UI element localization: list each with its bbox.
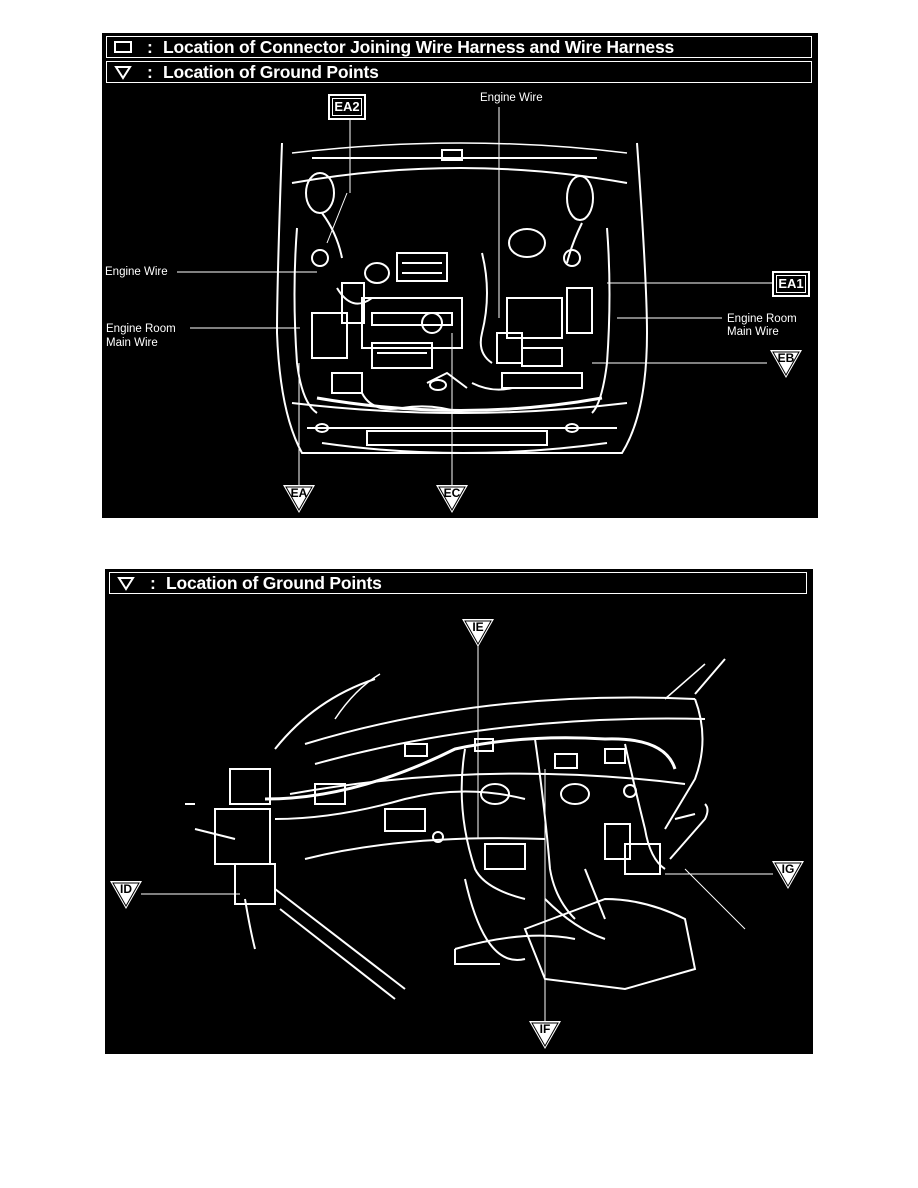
ground-tag-ig: IG [770,859,806,891]
legend-colon: : [150,573,156,593]
ground-triangle-icon [114,66,132,80]
ground-legend-text: Location of Ground Points [166,573,382,593]
ground-legend-header: : Location of Ground Points [106,61,812,83]
label-engine-room-main-left-2: Main Wire [106,337,158,349]
ground-tag-ie: IE [460,617,496,649]
legend-colon: : [147,62,153,82]
connector-tag-ea2: EA2 [328,94,366,120]
engine-room-illustration [177,107,772,488]
ground-tag-ec: EC [434,483,470,515]
connector-square-icon [114,41,132,53]
ground-triangle-icon [117,577,135,591]
legend-colon: : [147,37,153,57]
label-engine-room-main-right-1: Engine Room [727,313,797,325]
ground-tag-id: ID [108,879,144,911]
instrument-panel-illustration [141,644,773,1024]
ground-tag-eb: EB [768,348,804,380]
label-engine-room-main-right-2: Main Wire [727,326,779,338]
label-engine-wire-top: Engine Wire [480,92,543,104]
ground-tag-if: IF [527,1019,563,1051]
connector-legend-header: : Location of Connector Joining Wire Har… [106,36,812,58]
instrument-panel-diagram-panel: : Location of Ground Points IE ID IG IF [105,569,813,1054]
label-engine-room-main-left-1: Engine Room [106,323,176,335]
label-engine-wire-left: Engine Wire [105,266,168,278]
ground-legend-text: Location of Ground Points [163,62,379,82]
engine-room-diagram-panel: : Location of Connector Joining Wire Har… [102,33,818,518]
ground-tag-ea: EA [281,483,317,515]
ground-legend-header: : Location of Ground Points [109,572,807,594]
connector-tag-ea1: EA1 [772,271,810,297]
connector-legend-text: Location of Connector Joining Wire Harne… [163,37,675,57]
